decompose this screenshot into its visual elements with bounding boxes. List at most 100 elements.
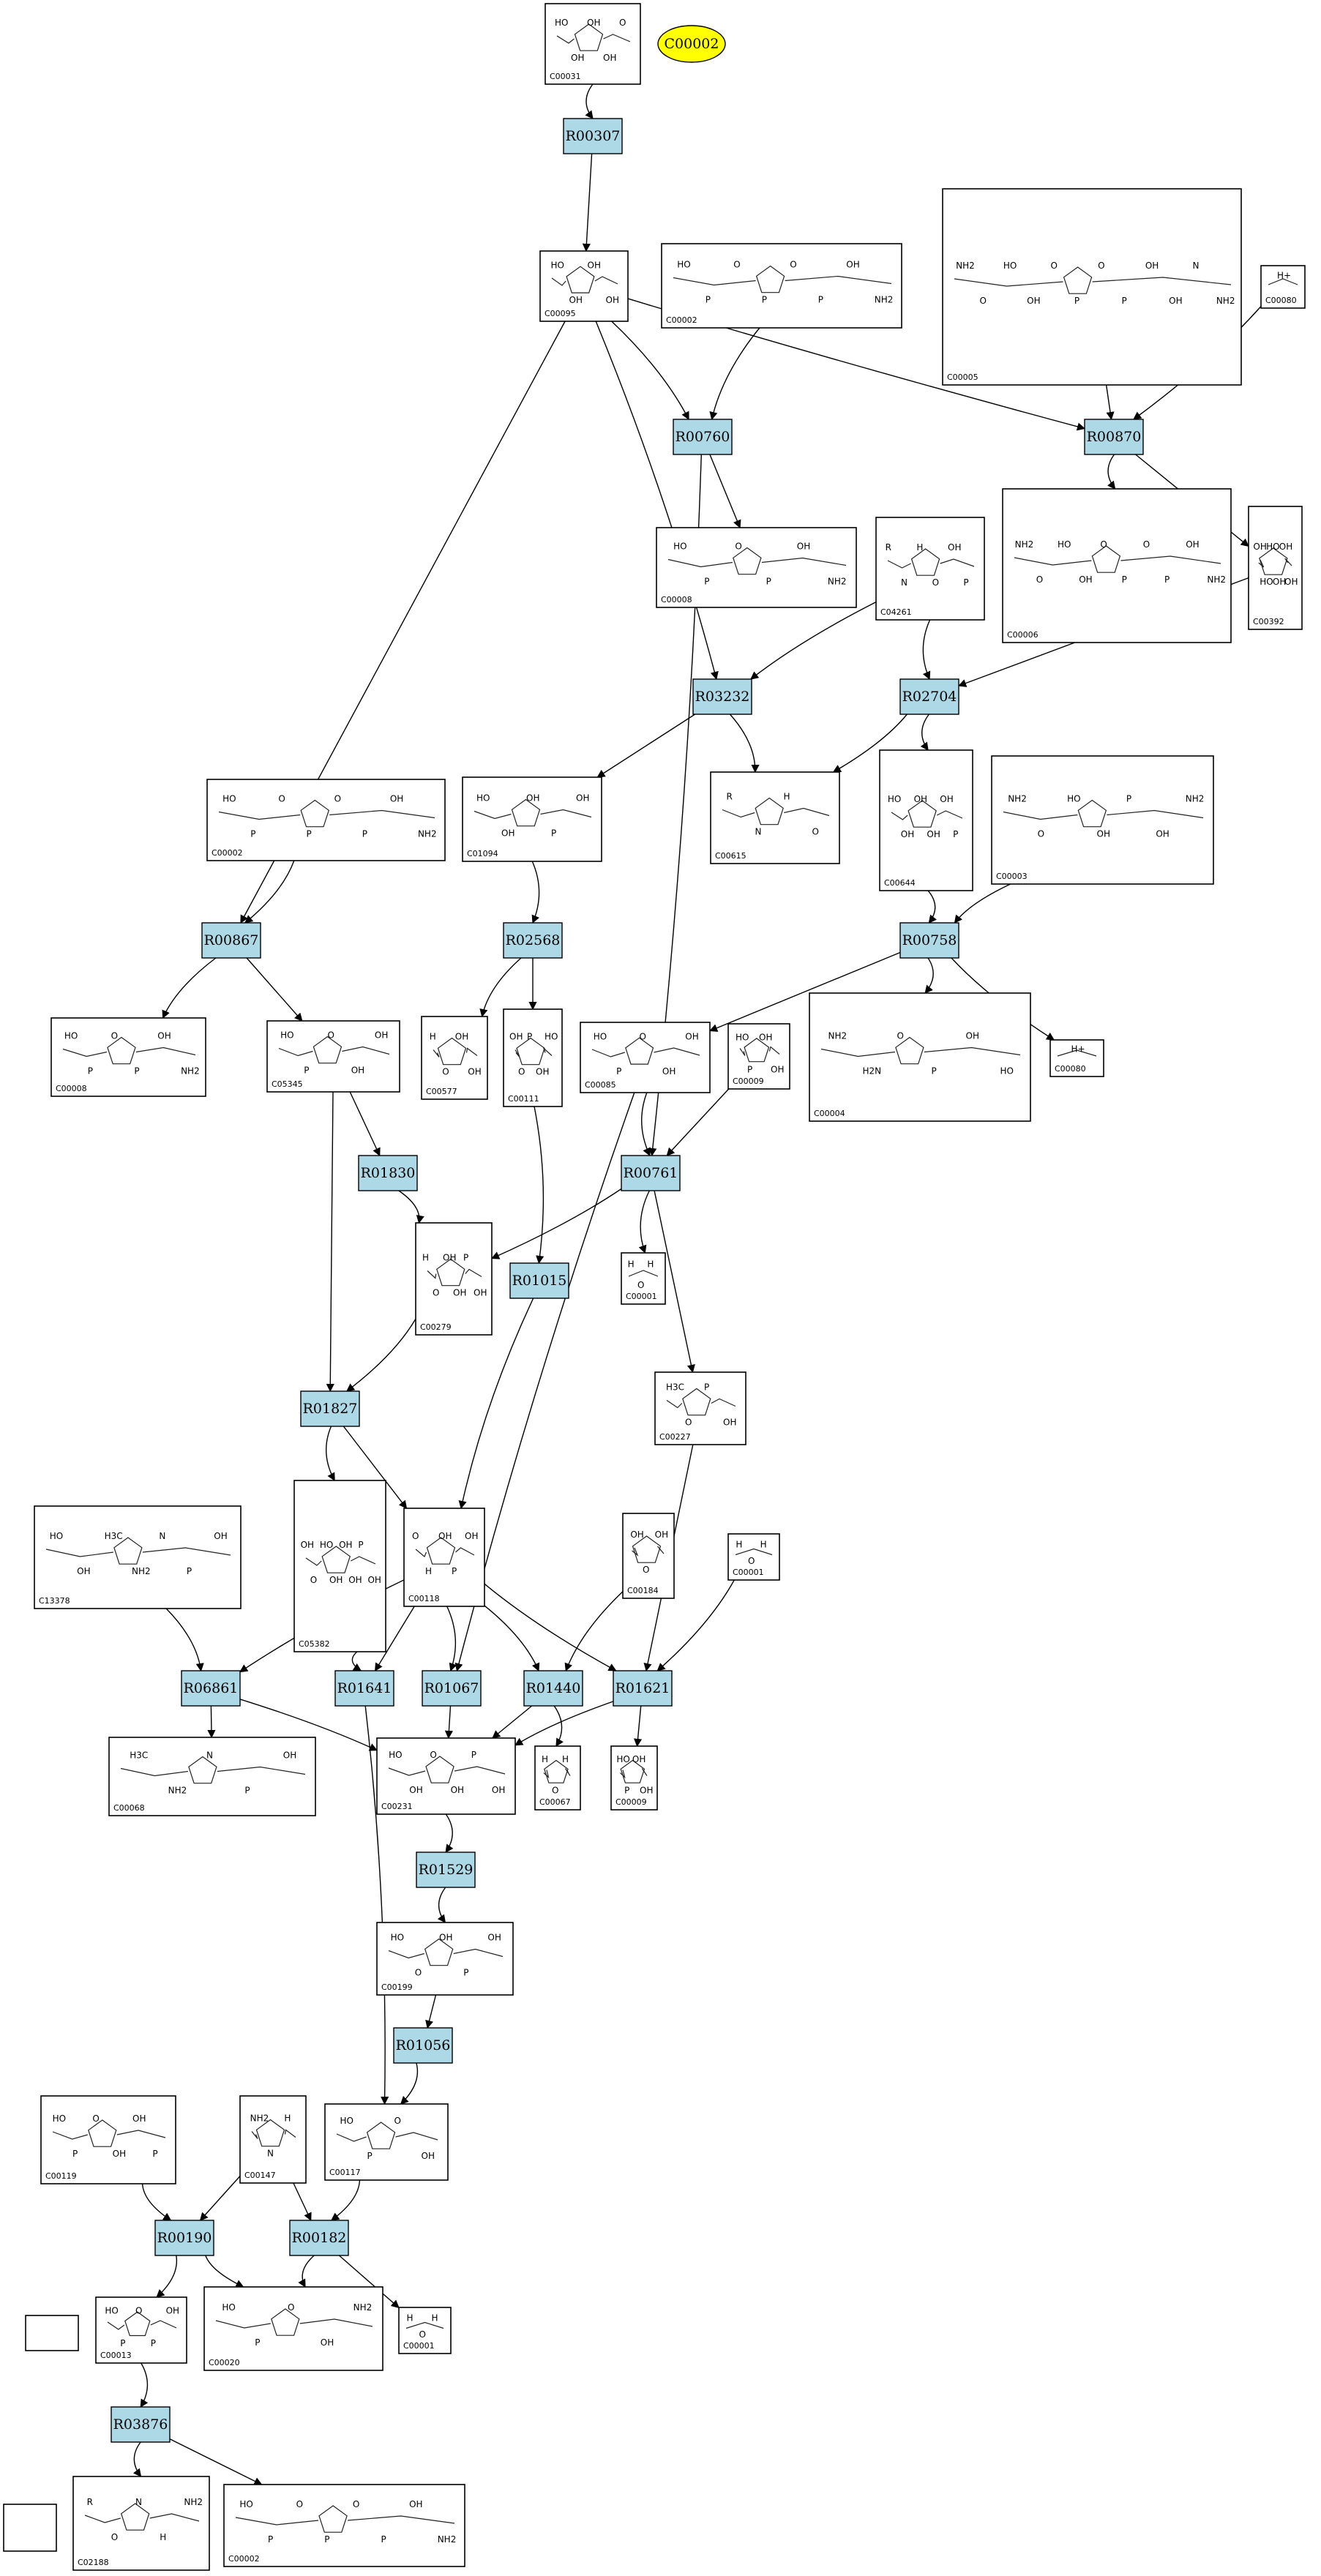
reaction-R01056[interactable]: R01056 [393, 2027, 453, 2064]
bond-shape [465, 1268, 482, 1278]
reaction-R00182[interactable]: R00182 [289, 2220, 349, 2256]
reaction-R00761[interactable]: R00761 [621, 1155, 681, 1191]
reaction-R00190[interactable]: R00190 [154, 2220, 214, 2256]
atom-label: OH [1169, 296, 1182, 306]
compound-box [72, 2476, 210, 2571]
atom-label: OH [390, 794, 403, 804]
atom-label: OH [501, 828, 514, 839]
compound-label: C00002 [228, 2554, 260, 2564]
bond-shape [299, 2318, 373, 2327]
reaction-R06861[interactable]: R06861 [181, 1670, 241, 1707]
atom-label: NH2 [1015, 539, 1034, 550]
reaction-R00758[interactable]: R00758 [899, 922, 959, 959]
atom-label: P [151, 2338, 156, 2348]
atom-label: P [704, 577, 709, 587]
reaction-R01067[interactable]: R01067 [422, 1670, 482, 1707]
reaction-R00867[interactable]: R00867 [201, 922, 261, 959]
atom-label: OH [451, 1785, 464, 1795]
atom-label: H [160, 2532, 166, 2542]
reaction-R01830[interactable]: R01830 [358, 1155, 418, 1191]
ring-shape [895, 1036, 924, 1065]
reaction-R01529[interactable]: R01529 [416, 1852, 476, 1888]
bond-shape [514, 1049, 520, 1057]
reaction-R00307[interactable]: R00307 [563, 118, 623, 154]
reaction-R01015[interactable]: R01015 [509, 1262, 569, 1299]
reaction-R02568[interactable]: R02568 [503, 922, 563, 959]
reaction-R02704[interactable]: R02704 [899, 678, 959, 715]
reaction-R01641[interactable]: R01641 [334, 1670, 394, 1707]
edge-arrow [400, 2062, 419, 2105]
atom-label: HO [1000, 1066, 1014, 1077]
reaction-R01621[interactable]: R01621 [613, 1670, 673, 1707]
highlight-oval[interactable]: C00002 [657, 25, 726, 63]
atom-label: OH [329, 1575, 343, 1585]
ring-shape [321, 1546, 351, 1573]
reaction-R03876[interactable]: R03876 [111, 2406, 171, 2443]
atom-label: OH [438, 1531, 452, 1541]
atom-label: O [748, 1556, 755, 1566]
atom-label: OH [526, 793, 539, 804]
bond-shape [135, 1046, 196, 1056]
reaction-R00760[interactable]: R00760 [673, 419, 733, 455]
atom-label: OH [576, 793, 589, 804]
edge-arrow [922, 619, 931, 681]
reaction-box [613, 1670, 673, 1707]
reaction-R01440[interactable]: R01440 [523, 1670, 583, 1707]
atom-label: HO [673, 542, 686, 552]
atom-label: O [735, 542, 741, 552]
ring-shape [88, 2119, 117, 2147]
ring-shape [107, 1036, 136, 1065]
reaction-R01827[interactable]: R01827 [300, 1390, 360, 1427]
reaction-R00870[interactable]: R00870 [1084, 419, 1144, 455]
edge-arrow [437, 1887, 446, 1923]
compound-box [661, 243, 902, 329]
reaction-R03232[interactable]: R03232 [692, 678, 752, 715]
atom-label: P [762, 295, 767, 305]
atom-label: P [268, 2534, 273, 2545]
compound-label: C00199 [381, 1982, 413, 1992]
